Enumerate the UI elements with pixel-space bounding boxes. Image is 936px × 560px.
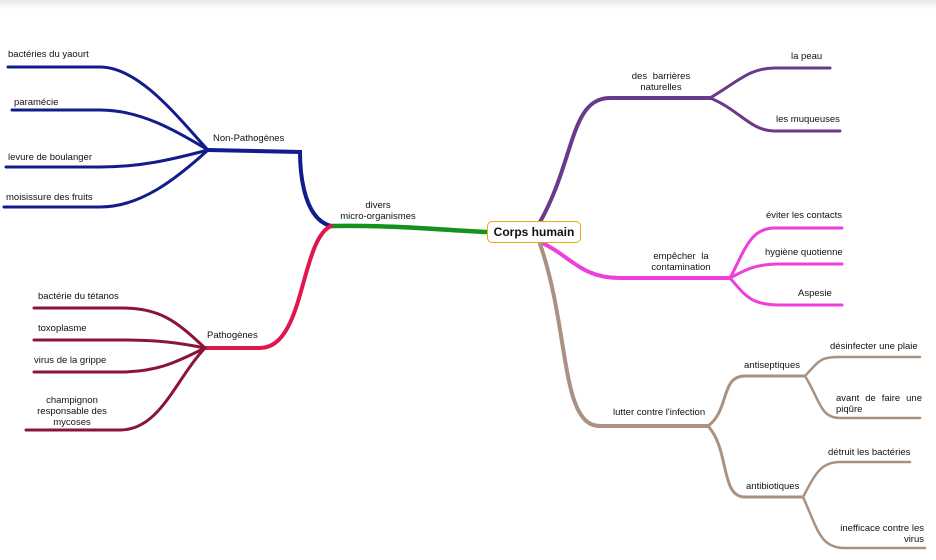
leaf-bacteries-yaourt [6,65,210,152]
leaf-inefficace [801,495,927,550]
leaf-toxoplasme[interactable]: toxoplasme [38,323,87,334]
node-lutter-contre-infection[interactable]: lutter contre l'infection [613,407,706,418]
leaf-eviter-les-contacts[interactable]: éviter les contacts [766,210,843,221]
branch-pathogenes [203,224,333,350]
branch-contamination [538,240,732,280]
node-antibiotiques[interactable]: antibiotiques [746,481,800,492]
leaf-champignon [24,346,207,432]
leaf-levure [4,148,210,169]
leaf-paramecie[interactable]: paramécie [14,97,59,108]
node-non-pathogenes[interactable]: Non-Pathogènes [213,133,285,144]
leaf-piqure [803,374,922,420]
leaf-la-peau[interactable]: la peau [791,51,823,62]
leaf-virus-de-la-grippe[interactable]: virus de la grippe [34,355,107,366]
leaf-hygiene [728,262,844,280]
leaf-avant-de-faire-une-piqure[interactable]: avant de faire une piqûre [836,393,922,415]
leaf-peau [708,66,832,100]
node-micro-organismes[interactable]: divers micro-organismes [340,200,416,222]
branch-antibiotiques [706,424,805,499]
leaf-desinfecter [803,355,922,378]
branch-barrieres [538,96,712,224]
leaf-les-muqueuses[interactable]: les muqueuses [776,114,840,125]
leaf-toxoplasme [32,338,207,350]
branch-non-pathogenes [206,148,333,228]
leaf-bacterie-du-tetanos[interactable]: bactérie du tétanos [38,291,119,302]
branch-micro-organismes [328,223,490,235]
leaf-inefficace-contre-les-virus[interactable]: inefficace contre les virus [840,523,924,545]
branch-antiseptiques [706,374,807,428]
leaf-hygiene-quotienne[interactable]: hygiène quotienne [765,247,843,258]
node-antiseptiques[interactable]: antiseptiques [744,360,800,371]
node-pathogenes[interactable]: Pathogènes [207,330,258,341]
leaf-grippe [32,346,207,374]
leaf-detruit-les-bacteries[interactable]: détruit les bactéries [828,447,911,458]
leaf-aspesie[interactable]: Aspesie [798,288,832,299]
node-contamination[interactable]: empêcher la contamination [651,251,711,273]
leaf-desinfecter-une-plaie[interactable]: désinfecter une plaie [830,341,918,352]
leaf-champignon[interactable]: champignon responsable des mycoses [37,395,107,428]
leaf-detruit [801,460,912,499]
root-node[interactable]: Corps humain [487,221,581,243]
leaf-muqueuses [708,96,842,133]
leaf-parame cie [10,108,210,152]
leaf-contacts [728,226,844,280]
leaf-aspesie [728,276,844,307]
leaf-bacteries-du-yaourt[interactable]: bactéries du yaourt [8,49,89,60]
window-top-bar [0,0,936,10]
leaf-tetanos [32,306,207,350]
leaf-levure-de-boulanger[interactable]: levure de boulanger [8,152,92,163]
leaf-moisissure [2,148,210,209]
node-barrieres-naturelles[interactable]: des barrières naturelles [631,71,691,93]
branch-infection [538,242,710,428]
root-label: Corps humain [493,225,575,239]
leaf-moisissure-des-fruits[interactable]: moisissure des fruits [6,192,93,203]
